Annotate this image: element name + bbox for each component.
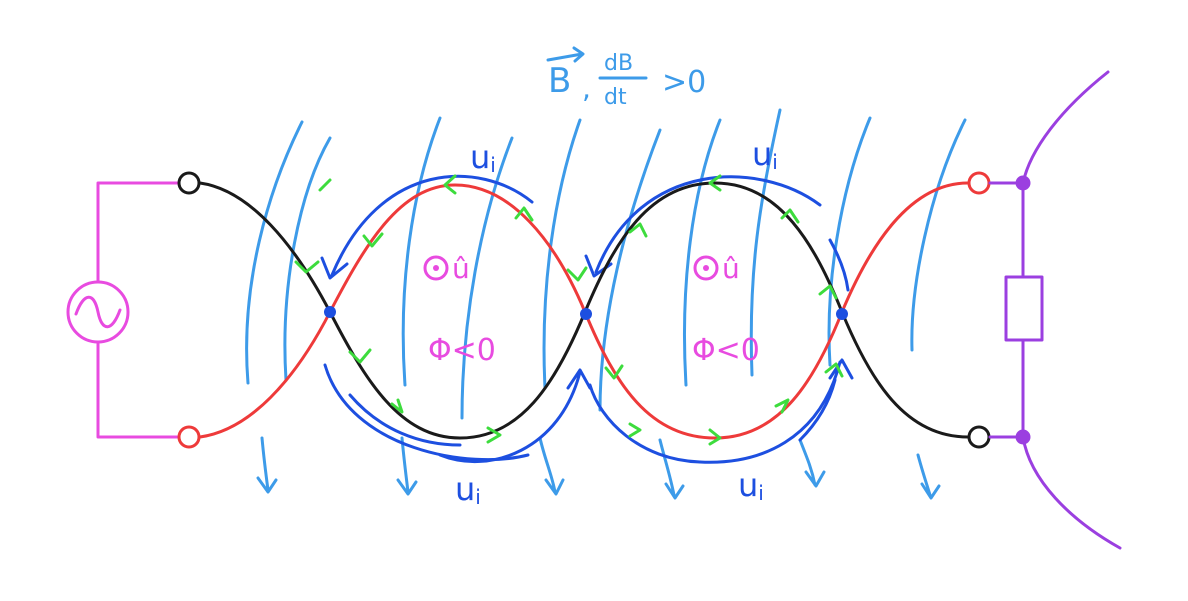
out-of-page-icon xyxy=(423,255,449,281)
flux-label: Φ<0 xyxy=(692,333,760,368)
current-arrow xyxy=(318,178,332,192)
load-node xyxy=(1015,429,1031,445)
induced-arrow-side-right xyxy=(828,238,850,292)
field-relation: >0 xyxy=(662,65,706,100)
crossing-dot xyxy=(836,308,848,320)
loop-2-labels: û Φ<0 xyxy=(692,252,760,368)
sine-icon xyxy=(74,295,122,329)
normal-label: û xyxy=(722,252,740,285)
field-arrow xyxy=(538,436,565,496)
field-line xyxy=(245,120,304,385)
out-of-page-dot xyxy=(433,265,439,271)
derivative-denominator: dt xyxy=(604,85,627,110)
field-vector-symbol: B xyxy=(548,61,571,101)
field-line xyxy=(401,116,442,387)
voltage-symbol: u xyxy=(738,466,758,504)
normal-label: û xyxy=(452,252,470,285)
induced-arrow-bottom-mid xyxy=(438,368,592,464)
load-node xyxy=(1015,175,1031,191)
terminal-left-top xyxy=(177,171,201,195)
current-arrow xyxy=(708,428,722,446)
source-wire xyxy=(96,181,182,284)
crossing-points xyxy=(324,306,848,320)
voltage-label-top-right: ui xyxy=(752,135,778,174)
current-arrow xyxy=(566,266,588,282)
current-arrow xyxy=(362,232,384,248)
field-line xyxy=(827,116,872,367)
voltage-symbol: u xyxy=(455,470,475,508)
induced-arrow-top-left xyxy=(320,174,534,280)
ac-source xyxy=(66,181,182,439)
load-feed-line xyxy=(1021,338,1122,550)
current-arrow xyxy=(818,284,838,300)
voltage-subscript: i xyxy=(758,481,764,505)
current-arrow xyxy=(708,174,722,192)
crossing-dot xyxy=(324,306,336,318)
out-of-page-dot xyxy=(703,265,709,271)
field-arrow xyxy=(798,438,826,488)
induced-voltage-labels: ui ui ui ui xyxy=(455,135,778,509)
induced-arrow-bottom-left xyxy=(323,363,530,462)
load-feed-line xyxy=(1021,70,1110,279)
current-arrow xyxy=(628,222,648,238)
current-arrow xyxy=(390,398,404,414)
current-arrow xyxy=(486,426,502,444)
terminal-right-bottom xyxy=(967,425,991,449)
crossing-dot xyxy=(580,308,592,320)
current-arrow xyxy=(628,422,642,438)
field-arrow xyxy=(916,453,941,500)
voltage-subscript: i xyxy=(772,150,778,174)
current-arrow xyxy=(604,364,624,380)
voltage-subscript: i xyxy=(490,153,496,177)
flux-label: Φ<0 xyxy=(428,333,496,368)
field-line xyxy=(460,136,514,420)
field-arrow xyxy=(256,436,278,494)
terminal-right-top xyxy=(967,171,991,195)
voltage-label-top-left: ui xyxy=(470,138,496,177)
current-arrow xyxy=(348,348,372,364)
out-of-page-icon xyxy=(693,255,719,281)
current-arrow xyxy=(780,208,800,224)
source-circle xyxy=(66,280,130,344)
resistor-symbol xyxy=(1004,275,1044,342)
induced-arrow-bottom-left-2 xyxy=(348,393,462,447)
voltage-label-bottom-right: ui xyxy=(738,466,764,505)
current-arrow xyxy=(514,206,534,222)
current-arrow xyxy=(294,260,320,274)
source-wire xyxy=(96,341,182,439)
load xyxy=(988,70,1122,550)
voltage-symbol: u xyxy=(752,135,772,173)
voltage-symbol: u xyxy=(470,138,490,176)
field-line xyxy=(598,128,662,412)
induced-arrow-top-right xyxy=(584,175,822,278)
induced-arrow-bottom-right xyxy=(698,358,854,464)
field-arrow xyxy=(658,438,685,500)
current-arrow xyxy=(824,362,844,378)
field-line xyxy=(283,136,332,382)
field-line xyxy=(682,118,722,387)
current-arrow xyxy=(443,174,457,195)
loop-1-labels: û Φ<0 xyxy=(423,252,496,368)
terminal-left-bottom xyxy=(177,425,201,449)
current-direction-arrows xyxy=(294,174,844,446)
field-line xyxy=(542,118,582,390)
field-line xyxy=(749,108,782,377)
field-label: B , dB dt >0 xyxy=(546,46,706,110)
magnetic-field-lines xyxy=(245,108,967,500)
vector-arrow-icon xyxy=(546,46,585,63)
current-arrow xyxy=(774,398,790,414)
voltage-label-bottom-left: ui xyxy=(455,470,481,509)
voltage-subscript: i xyxy=(475,485,481,509)
field-line xyxy=(910,118,967,352)
induced-arrow-bottom-right-2 xyxy=(798,378,837,442)
induced-arrow-bottom-mid-2 xyxy=(588,383,702,464)
field-comma: , xyxy=(582,72,591,105)
derivative-numerator: dB xyxy=(604,51,633,76)
